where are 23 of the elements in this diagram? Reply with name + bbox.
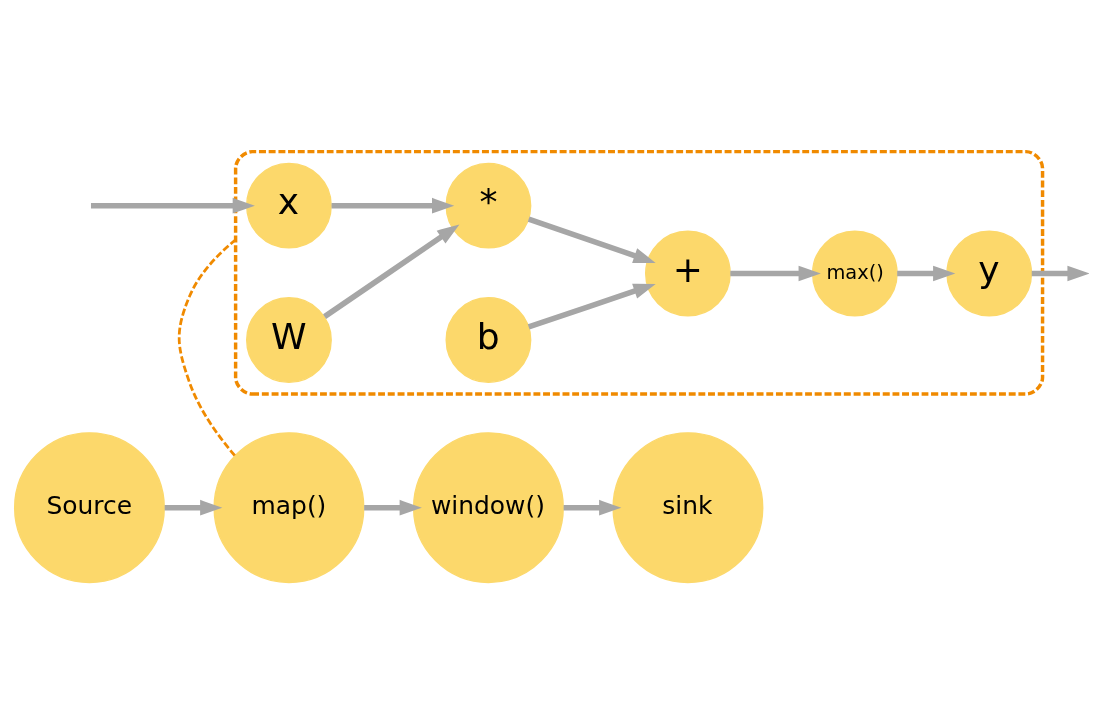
arrow	[527, 215, 656, 263]
node-circle: map()	[213, 431, 365, 583]
node-circle: *	[445, 162, 532, 249]
node-circle: max()	[811, 230, 898, 316]
node-circle: sink	[612, 431, 764, 583]
arrow	[563, 499, 622, 515]
arrow	[364, 499, 422, 515]
node-circle: y	[946, 230, 1033, 316]
node-circle: x	[246, 162, 332, 249]
node-circle: W	[246, 296, 332, 383]
arrow	[91, 197, 255, 213]
arrow	[323, 224, 460, 319]
arrow	[1031, 265, 1089, 281]
arrow	[897, 265, 956, 281]
arrow	[527, 283, 656, 329]
node-circle: +	[644, 230, 731, 316]
arrow	[730, 265, 821, 281]
node-circle: window()	[412, 431, 564, 583]
node-circle: b	[445, 296, 532, 383]
node-circle: Source	[13, 431, 165, 583]
connector	[177, 238, 237, 456]
arrow	[331, 197, 455, 213]
arrow	[164, 499, 223, 515]
